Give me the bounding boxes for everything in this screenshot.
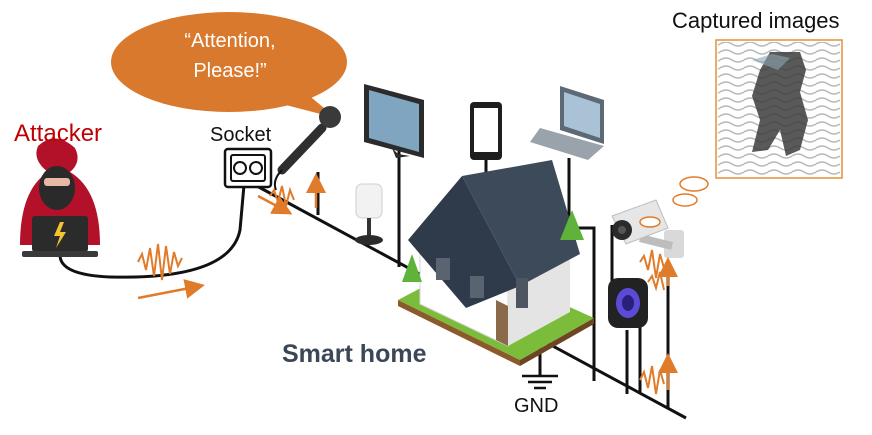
lamp-icon	[355, 183, 383, 245]
captured-image	[715, 39, 843, 179]
tv-icon	[364, 84, 424, 158]
speech-bubble-text: “Attention, Please!”	[130, 26, 330, 86]
speech-line-1: “Attention,	[184, 30, 276, 52]
attacker-label: Attacker	[14, 120, 103, 147]
socket-label: Socket	[210, 124, 272, 146]
house-icon	[398, 160, 594, 366]
laptop-device-icon	[530, 86, 604, 160]
smartphone-icon	[470, 102, 502, 160]
microphone-icon	[273, 106, 341, 191]
ground-icon	[522, 374, 558, 390]
smart-home-label: Smart home	[282, 340, 427, 368]
smart-speaker-icon	[608, 278, 648, 328]
signal-wave-icon	[137, 185, 665, 395]
security-camera-icon	[611, 199, 684, 258]
captured-images-label: Captured images	[672, 8, 840, 33]
socket-icon	[223, 147, 273, 189]
signal-arrows	[137, 173, 678, 390]
speech-line-2: Please!”	[193, 60, 267, 82]
laptop-icon	[22, 216, 98, 257]
gnd-label: GND	[514, 395, 559, 417]
thought-bubbles	[639, 176, 709, 228]
